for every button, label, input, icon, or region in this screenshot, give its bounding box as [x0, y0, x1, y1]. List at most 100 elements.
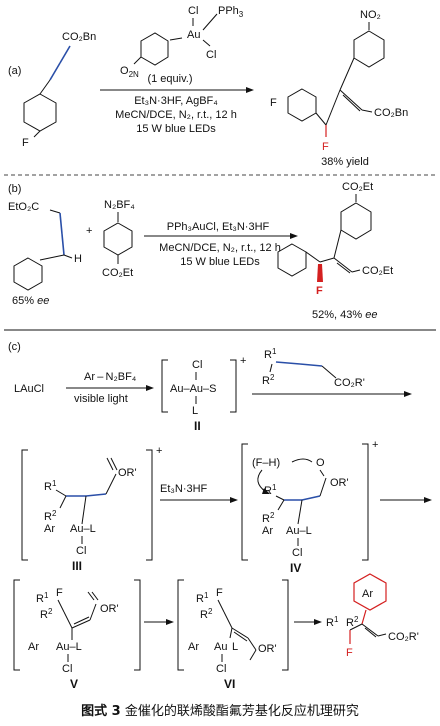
- aryl-ring: [353, 30, 385, 68]
- allene-bond: [59, 212, 63, 235]
- phenyl-ring: [13, 257, 43, 291]
- bond: [319, 477, 327, 497]
- ii-cl: Cl: [192, 359, 202, 371]
- iii-ar: Ar: [44, 523, 55, 535]
- aryl-ring: [353, 573, 387, 611]
- panel-b-result: 52%, 43% ee: [312, 309, 377, 321]
- complex-no2: O2N: [120, 65, 139, 79]
- arrow1-head: [146, 385, 154, 391]
- bond: [247, 637, 257, 651]
- complex-cl-top: Cl: [188, 5, 198, 17]
- iv-au: Au–L: [286, 525, 312, 537]
- allene-bond: [39, 79, 51, 95]
- iv-r1: R1: [264, 483, 277, 497]
- iv-o: O: [316, 457, 325, 469]
- bracket-left: [13, 579, 20, 671]
- nitrophenyl-ring: [140, 32, 169, 66]
- panel-b-condition-1: PPh₃AuCl, Et₃N·3HF: [167, 221, 270, 233]
- allene-bond: [61, 233, 65, 256]
- allene-bond: [85, 493, 107, 497]
- bond: [361, 109, 373, 113]
- panel-b-condition-3: 15 W blue LEDs: [180, 256, 260, 268]
- vi-l: L: [232, 641, 238, 653]
- bracket-left: [241, 443, 248, 561]
- panel-b-ester: EtO₂C: [8, 201, 39, 213]
- panel-a-label: (a): [8, 65, 21, 77]
- panel-a: (a) CO₂Bn F Cl PPh3 Au Cl O2N (1 equiv.): [8, 5, 408, 168]
- allene-bond: [301, 495, 321, 501]
- v-r1: R1: [36, 591, 49, 605]
- bond: [57, 599, 65, 613]
- bond: [319, 469, 325, 477]
- bond: [325, 89, 341, 126]
- prod-f: F: [346, 647, 353, 659]
- vi-au: Au: [214, 641, 227, 653]
- aryl-bond: [339, 57, 355, 91]
- figure-caption: 图式 3 金催化的联烯酸酯氟芳基化反应机理研究: [0, 700, 440, 719]
- iv-label: IV: [290, 561, 301, 575]
- arrow4-head: [424, 497, 432, 503]
- panel-b-diazo-ester: CO₂Et: [102, 267, 133, 279]
- panel-b-ee-left: 65% ee: [12, 295, 49, 307]
- iv-curved-arrowhead: [262, 488, 270, 494]
- bond: [89, 603, 97, 621]
- fluoro-bond: [33, 130, 41, 138]
- iii-label: III: [72, 559, 82, 573]
- bond: [277, 499, 285, 511]
- panel-a-sm-ester: CO₂Bn: [62, 31, 96, 43]
- prod-ester: CO₂R': [388, 631, 419, 643]
- panel-b-product: CO₂Et F CO₂Et 52%, 43% ee: [277, 181, 393, 321]
- bracket-right: [282, 579, 289, 671]
- au-cl-bond: [202, 39, 211, 47]
- iv-cl: Cl: [292, 547, 302, 559]
- bond: [319, 257, 335, 263]
- iii-au: Au–L: [70, 523, 96, 535]
- bond: [229, 627, 233, 639]
- iii-r1: R1: [44, 479, 57, 493]
- vi-f: F: [216, 587, 223, 599]
- complex-pph3: PPh3: [218, 5, 244, 19]
- vi-ar: Ar: [188, 641, 199, 653]
- iii-or: OR': [118, 467, 137, 479]
- bond: [105, 473, 117, 495]
- panel-c-allene: R1 R2 CO₂R': [262, 347, 365, 389]
- carbonyl: [249, 649, 257, 661]
- bond: [349, 623, 363, 631]
- arrow3-head: [230, 497, 238, 503]
- intermediate-iii: + R1 OR' R2 Ar Au–L Cl III: [21, 445, 162, 573]
- bond: [321, 365, 337, 379]
- ii-core: Au–Au–S: [170, 383, 216, 395]
- bracket-right: [134, 579, 141, 671]
- panel-b-condition-2: MeCN/DCE, N₂, r.t., 12 h: [159, 242, 281, 254]
- bond: [305, 251, 321, 263]
- iii-cl: Cl: [76, 545, 86, 557]
- alkene-bond: [333, 257, 353, 273]
- alkene-bond: [364, 627, 377, 638]
- v-au: Au–L: [56, 641, 82, 653]
- bracket-right: [146, 449, 153, 561]
- panel-a-product: NO₂ F F CO₂Bn 38% yield: [270, 9, 408, 168]
- intermediate-ii: + Cl Au–Au–S L II: [161, 355, 246, 433]
- arrow2-head: [404, 391, 412, 397]
- panel-a-starting-allene: CO₂Bn F: [22, 31, 96, 149]
- carbonyl: [106, 457, 114, 471]
- vi-r1: R1: [196, 591, 209, 605]
- bond: [63, 254, 73, 259]
- vi-label: VI: [224, 677, 235, 691]
- aryl-ring: [103, 222, 133, 256]
- bracket-right: [230, 359, 237, 413]
- benzene-ring: [23, 93, 57, 132]
- bond: [315, 112, 327, 126]
- panel-c-lauc: LAuCl: [14, 383, 44, 395]
- panel-b-label: (b): [8, 183, 21, 195]
- au-p-bond: [202, 13, 218, 31]
- caption-label: 图式 3: [81, 704, 121, 719]
- allene-ester: CO₂R': [334, 377, 365, 389]
- v-label: V: [70, 677, 78, 691]
- arrow5-head: [166, 619, 174, 625]
- iv-hbond: [291, 458, 313, 463]
- bond: [297, 499, 303, 525]
- v-ar: Ar: [28, 641, 39, 653]
- vi-or: OR': [258, 643, 277, 655]
- panel-b-diazo: N₂BF₄: [104, 199, 135, 211]
